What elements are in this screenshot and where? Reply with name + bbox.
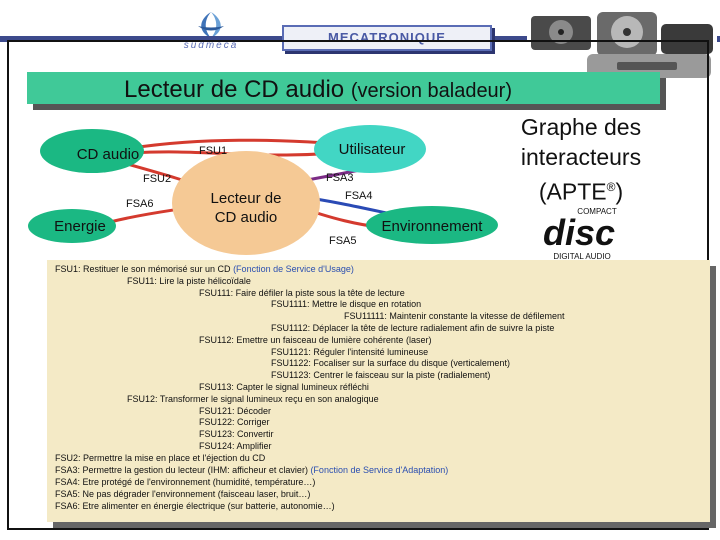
cd-logo-top: COMPACT: [577, 207, 617, 216]
node-utilisateur-label: Utilisateur: [339, 141, 406, 158]
title-box: [27, 72, 660, 104]
slide-title: Lecteur de CD audio (version baladeur): [124, 76, 512, 104]
function-line: FSA3: Permettre la gestion du lecteur (I…: [55, 465, 449, 475]
functions-box: [47, 260, 710, 522]
function-line: FSU11: Lire la piste hélicoïdale: [127, 276, 251, 286]
node-energie: [28, 209, 116, 243]
function-line: FSU113: Capter le signal lumineux réfléc…: [199, 382, 369, 392]
function-line: FSU122: Corriger: [199, 417, 270, 427]
label-fsa6: FSA6: [126, 198, 154, 210]
mecatronique-banner: MECATRONIQUE: [282, 25, 492, 51]
function-line: FSU1: Restituer le son mémorisé sur un C…: [55, 264, 354, 274]
node-energie-label: Energie: [54, 218, 106, 235]
graph-title: Graphe des interacteurs (APTE®): [498, 112, 664, 207]
label-fsa3: FSA3: [326, 172, 354, 184]
label-fsa5: FSA5: [329, 235, 357, 247]
interactor-diagram: CD audio Energie Lecteur de CD audio Uti…: [28, 125, 498, 255]
function-line: FSU2: Permettre la mise en place et l'éj…: [55, 453, 266, 463]
label-fsu1: FSU1: [199, 145, 227, 157]
label-fsu2: FSU2: [143, 173, 171, 185]
sudmeca-logo: [198, 12, 224, 38]
logo-text: sudméca: [183, 40, 239, 51]
cd-logo-bottom: DIGITAL AUDIO: [553, 252, 610, 261]
graph-title-line2: interacteurs: [520, 144, 642, 170]
node-environnement-label: Environnement: [382, 218, 484, 235]
node-cd-audio: [40, 129, 144, 173]
node-lecteur: [172, 151, 320, 255]
function-line: FSU1112: Déplacer la tête de lecture rad…: [271, 323, 555, 333]
function-line: FSU1121: Réguler l'intensité lumineuse: [271, 347, 429, 357]
graph-title-line3: (APTE®): [538, 178, 624, 205]
function-line: FSU11111: Maintenir constante la vitesse…: [344, 311, 565, 321]
function-line: FSU1111: Mettre le disque en rotation: [271, 299, 422, 309]
function-line: FSU1122: Focaliser sur la surface du dis…: [271, 358, 510, 368]
function-line: FSA4: Etre protégé de l'environnement (h…: [55, 477, 316, 487]
function-line: FSU111: Faire défiler la piste sous la t…: [199, 288, 405, 298]
function-line: FSA6: Etre alimenter en énergie électriq…: [55, 501, 335, 511]
label-fsa4: FSA4: [345, 190, 373, 202]
cd-logo-main: disc: [543, 212, 615, 253]
function-line: FSU1123: Centrer le faisceau sur la pist…: [271, 370, 491, 380]
function-line: FSA5: Ne pas dégrader l'environnement (f…: [55, 489, 311, 499]
graph-title-line1: Graphe des: [520, 114, 642, 140]
node-cd-audio-label: CD audio: [77, 146, 140, 163]
node-environnement: [366, 206, 498, 244]
function-line: FSU12: Transformer le signal lumineux re…: [127, 394, 379, 404]
node-lecteur-label-1: Lecteur de: [211, 190, 282, 207]
node-lecteur-label-2: CD audio: [215, 209, 278, 226]
node-utilisateur: [314, 125, 426, 173]
function-line: FSU112: Emettre un faisceau de lumière c…: [199, 335, 432, 345]
function-line: FSU121: Décoder: [199, 406, 272, 416]
function-line: FSU123: Convertir: [199, 429, 274, 439]
title-suffix: (version baladeur): [350, 80, 513, 102]
function-line: FSU124: Amplifier: [199, 441, 272, 451]
title-main: Lecteur de CD audio: [124, 76, 345, 103]
compact-disc-logo: COMPACT disc DIGITAL AUDIO: [543, 207, 617, 261]
